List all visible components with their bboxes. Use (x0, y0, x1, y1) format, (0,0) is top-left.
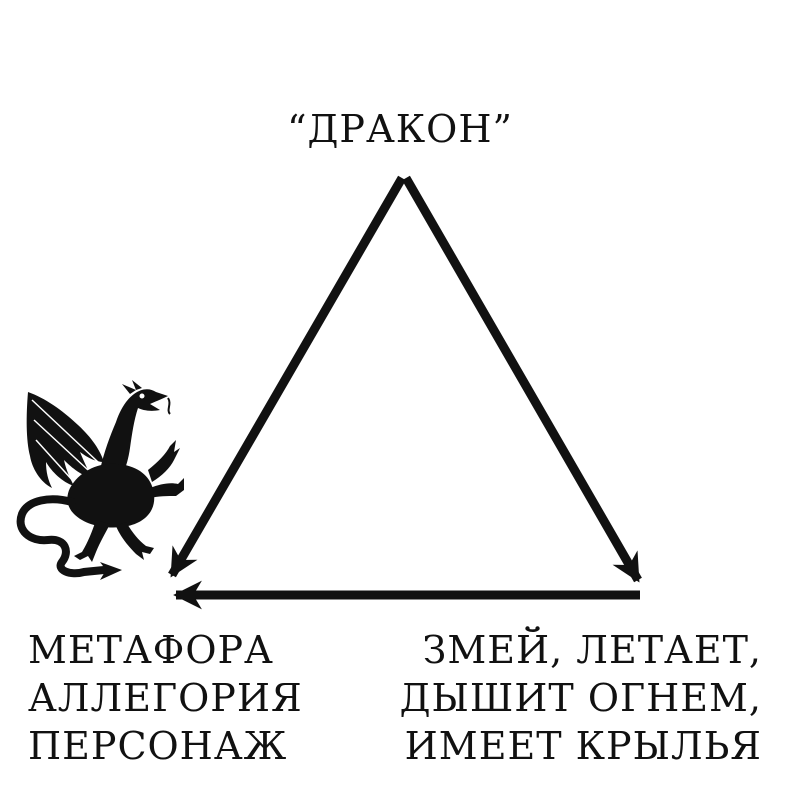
top-node-label: “ДРАКОН” (200, 105, 600, 153)
dragon-icon (16, 380, 184, 580)
right-node-line: ДЫШИТ ОГНЕМ, (399, 676, 762, 720)
right-node-label: ЗМЕЙ, ЛЕТАЕТ, ДЫШИТ ОГНЕМ, ИМЕЕТ КРЫЛЬЯ (400, 626, 762, 770)
left-node-line: АЛЛЕГОРИЯ (28, 676, 303, 720)
arrow-top-to-right (402, 175, 642, 583)
left-node-line: МЕТАФОРА (28, 628, 274, 672)
left-node-line: ПЕРСОНАЖ (28, 724, 288, 768)
top-node-text: “ДРАКОН” (287, 107, 513, 151)
arrow-top-to-left (168, 175, 406, 578)
right-node-line: ИМЕЕТ КРЫЛЬЯ (404, 724, 762, 768)
right-node-line: ЗМЕЙ, ЛЕТАЕТ, (422, 628, 762, 672)
left-node-label: МЕТАФОРА АЛЛЕГОРИЯ ПЕРСОНАЖ (28, 626, 303, 770)
